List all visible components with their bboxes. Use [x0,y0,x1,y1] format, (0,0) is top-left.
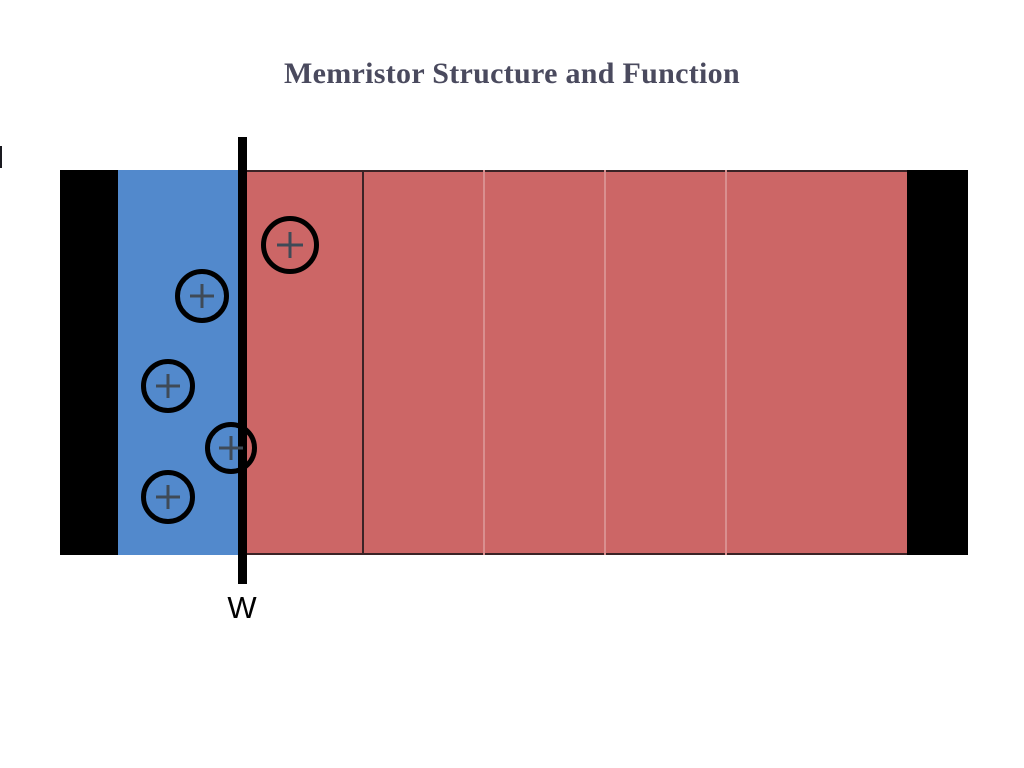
region-divider-3 [604,170,606,555]
dopant-ion [141,470,195,524]
plus-icon-vertical [229,436,233,460]
memristor-device-stack [60,170,968,555]
undoped-region [242,170,907,555]
dopant-ion [261,216,319,274]
plus-icon-vertical [166,484,170,510]
boundary-marker-label: W [227,590,257,625]
dopant-ion [205,422,257,474]
region-divider-1 [362,170,364,555]
plus-icon-vertical [288,231,292,259]
region-divider-2 [483,170,485,555]
slide-edge-rule [0,146,2,168]
boundary-marker-line [238,137,247,584]
page-title: Memristor Structure and Function [284,57,740,90]
plus-icon-vertical [200,283,204,309]
left-electrode [60,170,118,555]
dopant-ion [141,359,195,413]
region-divider-4 [725,170,727,555]
plus-icon-vertical [166,373,170,399]
right-electrode [907,170,968,555]
dopant-ion [175,269,229,323]
